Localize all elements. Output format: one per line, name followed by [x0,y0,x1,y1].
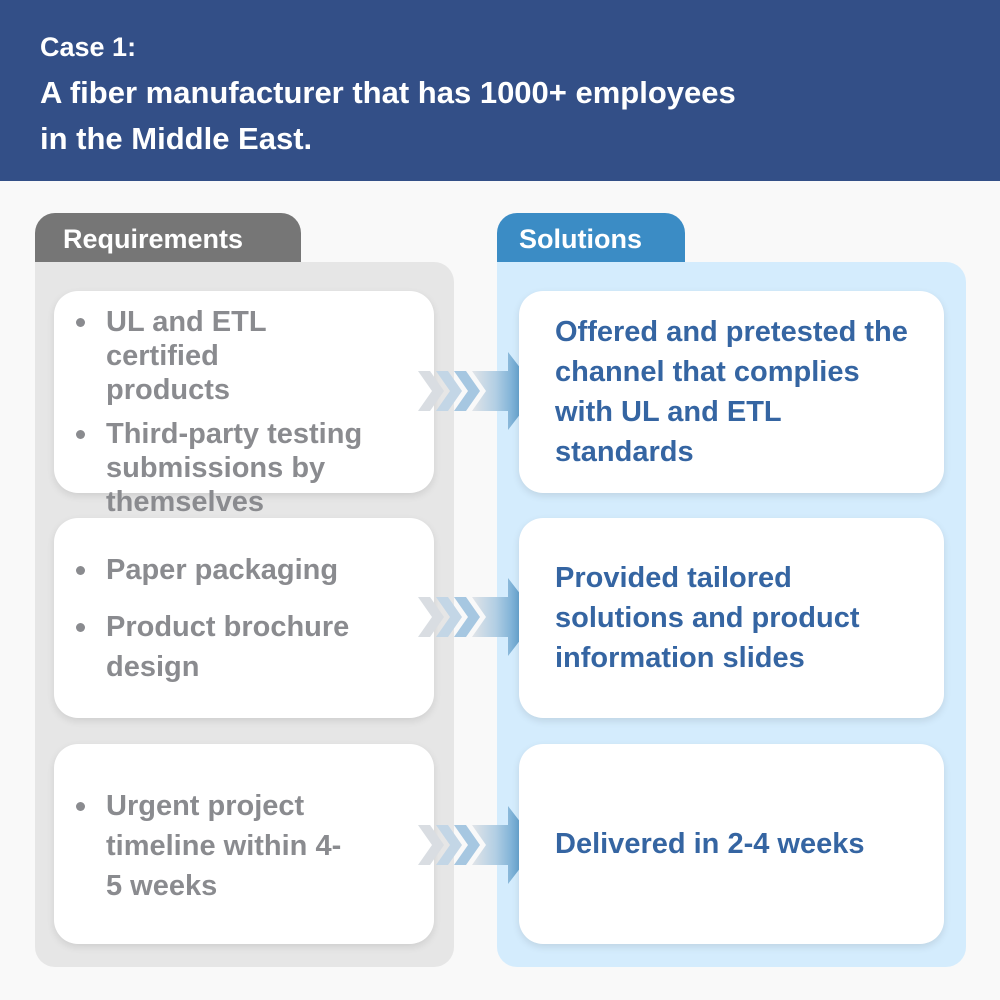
requirement-item: Product brochure design [76,607,386,687]
bullet-icon [76,802,85,811]
requirement-text: Third-party testing submissions by thems… [106,418,363,518]
requirement-card-2: Paper packaging Product brochure design [54,518,434,718]
bullet-icon [76,566,85,575]
header-banner: Case 1: A fiber manufacturer that has 10… [0,0,1000,181]
solution-text: Offered and pretested the channel that c… [555,316,908,468]
requirement-text: Product brochure design [106,611,350,683]
requirement-card-1: UL and ETL certified products Third-part… [54,291,434,518]
bullet-icon [76,623,85,632]
requirement-item: Urgent project timeline within 4-5 weeks [76,786,346,906]
requirement-list-2: Paper packaging Product brochure design [54,518,434,687]
case-title: A fiber manufacturer that has 1000+ empl… [40,70,960,162]
requirement-text: Urgent project timeline within 4-5 weeks [106,790,342,902]
solution-card-2: Provided tailored solutions and product … [519,518,944,718]
requirement-text: UL and ETL certified products [106,306,267,406]
requirement-item: Third-party testing submissions by thems… [76,417,414,519]
requirement-text: Paper packaging [106,554,339,586]
solution-card-3: Delivered in 2-4 weeks [519,744,944,944]
case-title-line-1: A fiber manufacturer that has 1000+ empl… [40,75,736,110]
requirement-list-1: UL and ETL certified products Third-part… [54,291,434,519]
solution-text: Provided tailored solutions and product … [555,562,860,674]
case-label: Case 1: [40,32,137,62]
requirement-item: Paper packaging [76,553,414,587]
requirement-item: UL and ETL certified products [76,305,326,407]
requirement-card-3: Urgent project timeline within 4-5 weeks [54,744,434,944]
case-title-line-2: in the Middle East. [40,121,313,156]
requirement-list-3: Urgent project timeline within 4-5 weeks [54,744,434,906]
bullet-icon [76,430,85,439]
bullet-icon [76,318,85,327]
solution-text: Delivered in 2-4 weeks [555,828,865,860]
solution-card-1: Offered and pretested the channel that c… [519,291,944,493]
requirements-tab: Requirements [35,213,301,265]
solutions-tab: Solutions [497,213,685,265]
